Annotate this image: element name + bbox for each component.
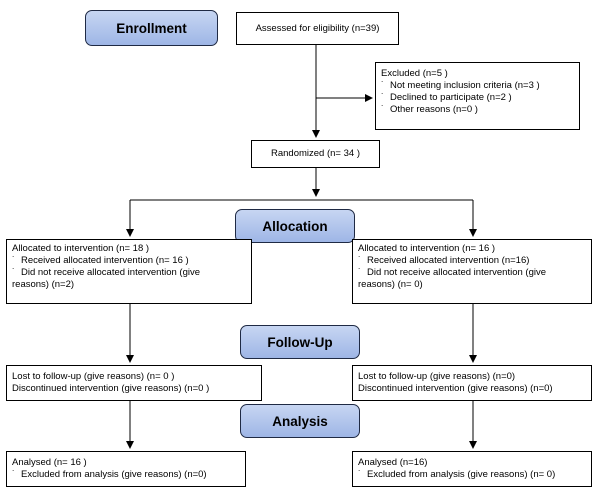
left-followup-line: Lost to follow-up (give reasons) (n= 0 ) [12, 371, 175, 382]
right-analysis-item: ˙Excluded from analysis (give reasons) (… [358, 469, 556, 480]
excluded-box: Excluded (n=5 ) ˙Not meeting inclusion c… [375, 62, 580, 130]
right-analysis-title: Analysed (n=16) [358, 457, 428, 468]
left-followup-line: Discontinued intervention (give reasons)… [12, 383, 210, 394]
excluded-item: ˙Declined to participate (n=2 ) [381, 92, 512, 103]
right-allocation-item: ˙Received allocated intervention (n=16) [358, 255, 530, 266]
right-analysis-box: Analysed (n=16) ˙Excluded from analysis … [352, 451, 592, 487]
stage-enrollment-label: Enrollment [116, 20, 187, 36]
stage-allocation-label: Allocation [262, 218, 328, 234]
stage-followup-label: Follow-Up [267, 334, 333, 350]
left-allocation-tail: reasons) (n=2) [12, 279, 75, 290]
right-followup-line: Lost to follow-up (give reasons) (n=0) [358, 371, 516, 382]
randomized-text: Randomized (n= 34 ) [271, 148, 360, 159]
left-analysis-box: Analysed (n= 16 ) ˙Excluded from analysi… [6, 451, 246, 487]
right-followup-box: Lost to follow-up (give reasons) (n=0) D… [352, 365, 592, 401]
left-allocation-box: Allocated to intervention (n= 18 ) ˙Rece… [6, 239, 252, 304]
excluded-item: ˙Not meeting inclusion criteria (n=3 ) [381, 80, 540, 91]
assessed-box: Assessed for eligibility (n=39) [236, 12, 399, 45]
excluded-title: Excluded (n=5 ) [381, 68, 448, 79]
stage-enrollment: Enrollment [85, 10, 218, 46]
right-followup-line: Discontinued intervention (give reasons)… [358, 383, 553, 394]
left-analysis-title: Analysed (n= 16 ) [12, 457, 87, 468]
left-allocation-item: ˙Received allocated intervention (n= 16 … [12, 255, 189, 266]
right-allocation-tail: reasons) (n= 0) [358, 279, 423, 290]
excluded-item: ˙Other reasons (n=0 ) [381, 104, 478, 115]
stage-analysis-label: Analysis [272, 413, 328, 429]
left-allocation-title: Allocated to intervention (n= 18 ) [12, 243, 150, 254]
left-followup-box: Lost to follow-up (give reasons) (n= 0 )… [6, 365, 262, 401]
right-allocation-item: ˙Did not receive allocated intervention … [358, 267, 547, 278]
stage-analysis: Analysis [240, 404, 360, 438]
right-allocation-title: Allocated to intervention (n= 16 ) [358, 243, 496, 254]
left-allocation-item: ˙Did not receive allocated intervention … [12, 267, 201, 278]
randomized-box: Randomized (n= 34 ) [251, 140, 380, 168]
left-analysis-item: ˙Excluded from analysis (give reasons) (… [12, 469, 207, 480]
stage-allocation: Allocation [235, 209, 355, 243]
stage-followup: Follow-Up [240, 325, 360, 359]
right-allocation-box: Allocated to intervention (n= 16 ) ˙Rece… [352, 239, 592, 304]
assessed-text: Assessed for eligibility (n=39) [255, 22, 380, 34]
